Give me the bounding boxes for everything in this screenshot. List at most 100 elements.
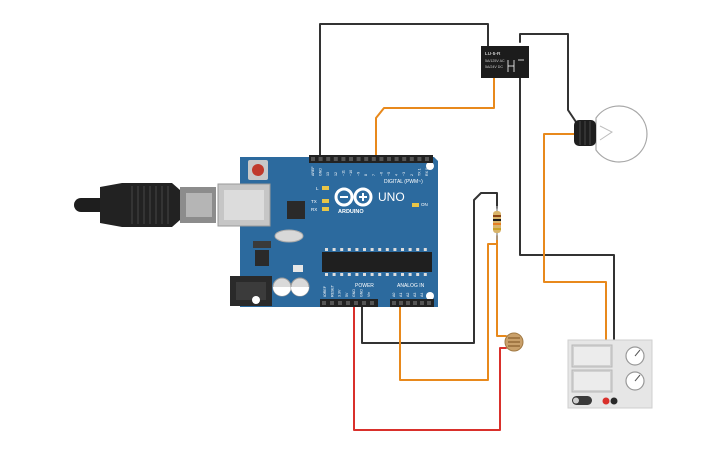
pin-label: AREF <box>311 166 315 176</box>
header-pin[interactable] <box>346 301 350 305</box>
pin-label: Vin <box>367 292 371 297</box>
chip-pin <box>423 248 427 251</box>
wire-relay-to-lamp[interactable] <box>519 33 577 123</box>
negative-terminal[interactable] <box>610 397 618 405</box>
chip-pin <box>416 248 420 251</box>
chip-pin <box>401 273 404 276</box>
chip-pin <box>393 273 397 276</box>
pin-label: A3 <box>413 293 417 297</box>
power-header[interactable] <box>320 299 378 307</box>
header-pin[interactable] <box>333 157 338 161</box>
header-pin[interactable] <box>402 157 407 161</box>
header-pin[interactable] <box>409 157 414 161</box>
wire-gnd-to-relay[interactable] <box>319 23 489 159</box>
pin-label: GND <box>360 289 364 297</box>
header-pin[interactable] <box>322 301 326 305</box>
chip-pin <box>363 248 366 251</box>
resistor[interactable] <box>493 206 501 240</box>
pin-label: 2 <box>410 174 414 176</box>
pin-label: ~5 <box>387 172 391 176</box>
header-pin[interactable] <box>362 301 366 305</box>
relay-rating-ac: 5A/125V AC <box>485 59 505 63</box>
wire-relay-to-supply-neg[interactable] <box>519 77 615 399</box>
header-pin[interactable] <box>318 157 323 161</box>
header-pin[interactable] <box>413 301 417 305</box>
header-pin[interactable] <box>341 157 346 161</box>
header-pin[interactable] <box>330 301 334 305</box>
header-pin[interactable] <box>326 157 331 161</box>
chip-pin <box>355 248 359 251</box>
chip-pin <box>408 248 412 251</box>
chip-pin <box>378 273 382 276</box>
photoresistor[interactable] <box>504 332 524 352</box>
digital-header-label: DIGITAL (PWM~) <box>384 179 423 185</box>
led-tx-label: TX <box>311 199 317 204</box>
header-pin[interactable] <box>406 301 410 305</box>
wire-junction-to-ldr[interactable] <box>496 235 507 337</box>
chip-pin <box>332 273 336 276</box>
analog-header-label: ANALOG IN <box>397 283 425 289</box>
header-pin[interactable] <box>379 157 384 161</box>
digital-header[interactable] <box>309 155 433 163</box>
header-pin[interactable] <box>349 157 353 161</box>
current-knob[interactable] <box>625 371 645 391</box>
pin-label: 8 <box>364 174 368 176</box>
header-pin[interactable] <box>311 157 315 161</box>
relay-module[interactable]: LU-5-R 5A/125V AC 5A/24V DC <box>481 46 529 78</box>
pin-label: ~6 <box>379 172 383 176</box>
header-pin[interactable] <box>356 157 361 161</box>
wire-a1-to-ldr[interactable] <box>399 243 498 381</box>
positive-terminal[interactable] <box>602 397 610 405</box>
chip-pin <box>340 248 344 251</box>
usb-cable[interactable] <box>74 183 216 227</box>
wire-lamp-to-supply-pos[interactable] <box>543 133 607 399</box>
header-pin[interactable] <box>417 157 422 161</box>
pin-label: IOREF <box>323 285 327 297</box>
pin-label: A1 <box>399 293 403 297</box>
power-supply[interactable] <box>567 339 653 409</box>
wire-5v-to-ldr[interactable] <box>353 301 507 431</box>
pin-label: A0 <box>392 293 396 297</box>
light-bulb[interactable] <box>574 105 648 163</box>
header-pin[interactable] <box>370 301 374 305</box>
header-pin[interactable] <box>338 301 342 305</box>
chip-pin <box>370 248 374 251</box>
wire-pin7-to-relay[interactable] <box>375 77 495 161</box>
header-pin[interactable] <box>364 157 369 161</box>
chip-pin <box>423 273 427 276</box>
pin-label: ~9 <box>357 172 361 176</box>
power-header-label: POWER <box>355 283 374 289</box>
pin-label: A2 <box>406 293 410 297</box>
chip-pin <box>325 273 328 276</box>
chip-pin <box>385 248 389 251</box>
header-pin[interactable] <box>371 157 376 161</box>
power-switch[interactable] <box>572 396 592 405</box>
header-pin[interactable] <box>387 157 391 161</box>
header-pin[interactable] <box>427 301 431 305</box>
arduino-logo <box>334 187 373 207</box>
header-pin[interactable] <box>394 157 399 161</box>
header-pin[interactable] <box>399 301 403 305</box>
pin-label: 7 <box>372 174 376 176</box>
analog-header[interactable] <box>390 299 434 307</box>
pin-label: 4 <box>395 174 399 176</box>
chip-pin <box>325 248 328 251</box>
wire-gnd-to-resistor[interactable] <box>361 192 498 344</box>
header-pin[interactable] <box>420 301 424 305</box>
microcontroller-chip <box>322 248 432 276</box>
header-pin[interactable] <box>392 301 396 305</box>
capacitor <box>272 277 292 297</box>
pin-label: A4 <box>420 293 424 297</box>
model-label: UNO <box>378 190 405 204</box>
relay-rating-dc: 5A/24V DC <box>485 65 503 69</box>
chip-pin <box>385 273 389 276</box>
relay-name: LU-5-R <box>485 51 501 57</box>
pin-label: ~11 <box>341 170 345 176</box>
voltage-knob[interactable] <box>625 346 645 366</box>
pin-label: 13 <box>326 172 330 176</box>
header-pin[interactable] <box>425 157 429 161</box>
reset-button[interactable] <box>248 160 268 180</box>
header-pin[interactable] <box>354 301 358 305</box>
